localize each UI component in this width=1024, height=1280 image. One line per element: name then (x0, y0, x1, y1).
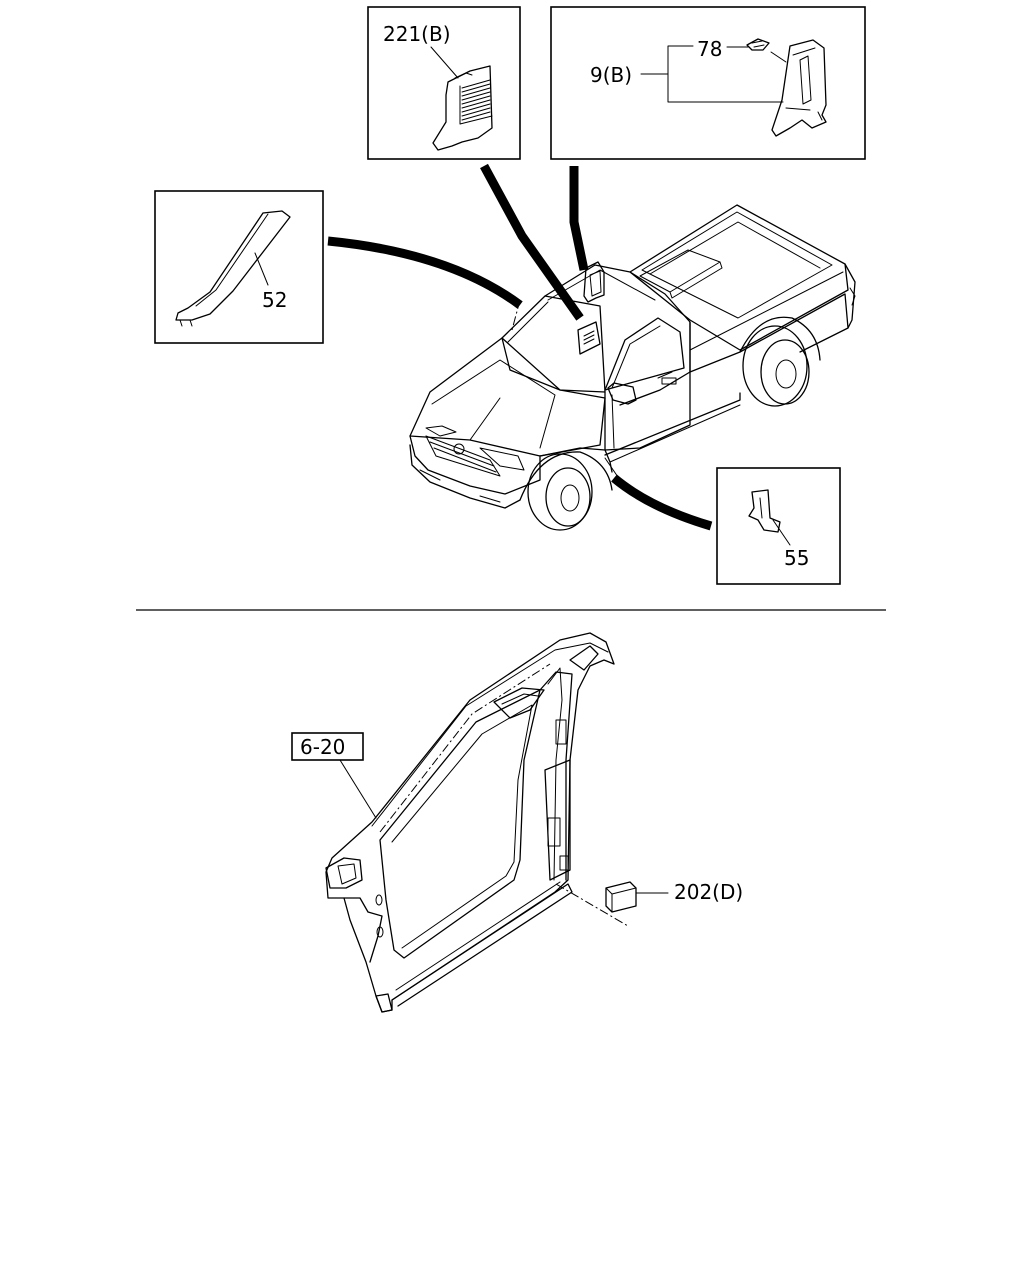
pickup-truck-illustration (409, 204, 856, 531)
callout-9b: 9(B) (590, 63, 632, 87)
callout-202d: 202(D) (674, 880, 743, 904)
detail-box-9b: 9(B) 78 (550, 6, 866, 160)
callout-6-20: 6-20 (300, 735, 345, 759)
pillar-trim-9-icon (771, 39, 827, 137)
detail-box-221b: 221(B) (367, 6, 521, 160)
a-pillar-garnish-icon (577, 321, 601, 355)
callout-78: 78 (697, 37, 722, 61)
side-body-panel-illustration (325, 632, 629, 1013)
trim-panel-221-icon (432, 65, 493, 151)
callout-55: 55 (784, 546, 809, 570)
b-pillar-trim-icon (583, 261, 605, 303)
callout-52: 52 (262, 288, 287, 312)
callout-221b: 221(B) (383, 22, 451, 46)
detail-box-52: 52 (154, 190, 324, 344)
leader-lines (327, 163, 713, 531)
bracket-55-icon (748, 489, 781, 533)
plug-202d-icon (605, 881, 637, 913)
front-wheel-icon (519, 451, 613, 531)
detail-box-55: 55 (716, 467, 841, 585)
reference-6-20: 6-20 (291, 732, 377, 819)
rear-wheel-icon (739, 316, 821, 407)
clip-78-icon (746, 38, 770, 51)
a-pillar-trim-52-icon (175, 210, 291, 327)
